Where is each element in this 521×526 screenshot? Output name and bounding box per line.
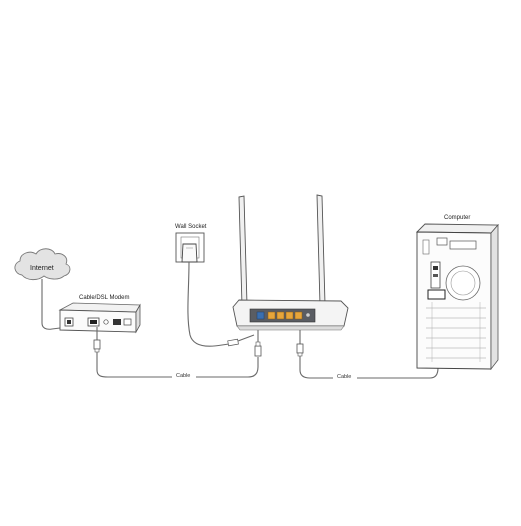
ethernet-plug-icon xyxy=(296,343,304,354)
router-antenna-right xyxy=(316,194,326,306)
power-adapter-icon xyxy=(181,243,255,347)
computer-label: Computer xyxy=(444,215,471,221)
ethernet-plug-icon xyxy=(254,345,262,357)
router-icon xyxy=(232,194,349,331)
ethernet-cable-left xyxy=(93,327,262,378)
router-antenna-left xyxy=(238,195,248,307)
wall-socket-label: Wall Socket xyxy=(175,224,207,230)
internet-link xyxy=(41,279,61,330)
cable-label-left: Cable xyxy=(176,373,191,379)
modem-label: Cable/DSL Modem xyxy=(79,295,130,301)
modem-icon xyxy=(58,302,141,334)
internet-label: Internet xyxy=(30,265,54,272)
computer-tower-icon xyxy=(415,223,499,371)
cable-label-right: Cable xyxy=(337,374,352,380)
ethernet-plug-icon xyxy=(93,339,101,350)
internet-cloud-icon xyxy=(14,248,71,281)
